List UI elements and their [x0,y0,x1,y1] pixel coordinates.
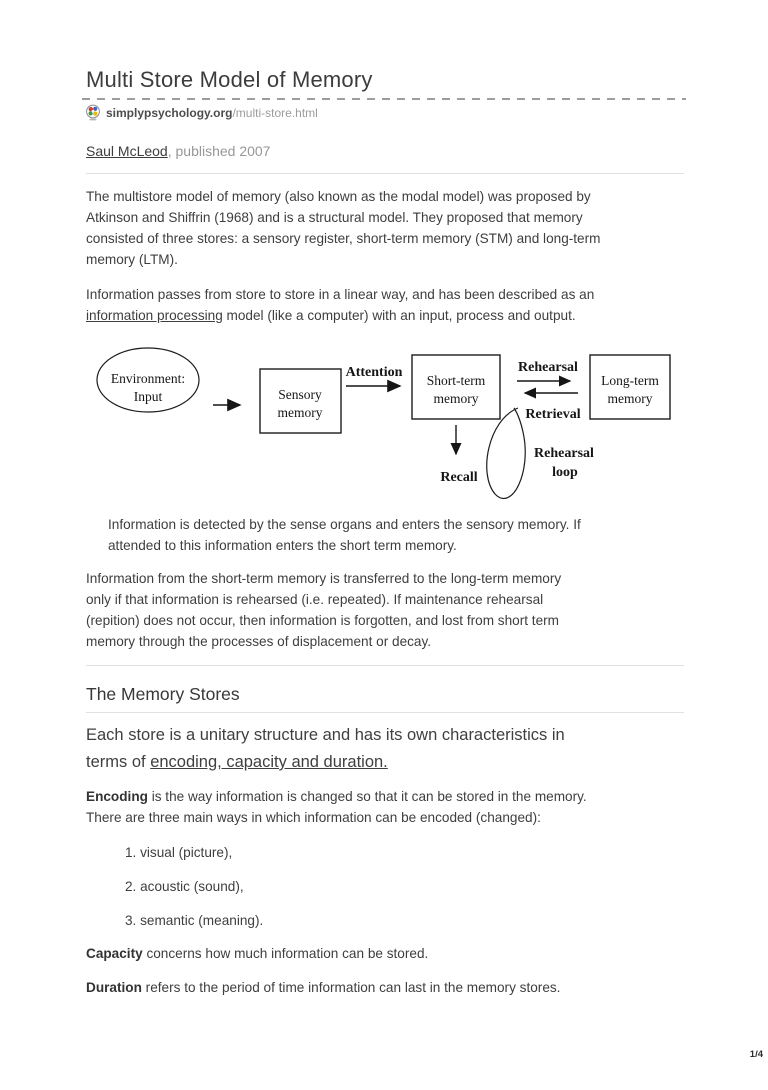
sensory-label-line2: memory [278,405,323,420]
author-link[interactable]: Saul McLeod [86,143,168,159]
encoding-text: is the way information is changed so tha… [86,789,587,825]
lead-paragraph-pre: Each store is a unitary structure and ha… [86,726,565,771]
multi-store-model-diagram: Environment: Input Sensory memory Attent… [96,347,671,500]
rehearsal-loop-curve [486,407,526,500]
recall-label: Recall [440,470,477,485]
stm-label-line2: memory [434,391,479,406]
page-indicator: 1/4 [749,1049,763,1060]
environment-label-line2: Input [134,389,163,404]
long-term-memory-box [589,354,671,420]
retrieval-label: Retrieval [525,407,580,422]
attention-label: Attention [346,365,403,380]
section-divider [86,665,684,666]
ltm-label-line2: memory [608,391,653,406]
paragraph-capacity: Capacity concerns how much information c… [86,943,684,964]
list-item-semantic: 3. semantic (meaning). [125,913,264,928]
capacity-term: Capacity [86,946,143,961]
paragraph-linear-pre: Information passes from store to store i… [86,287,595,302]
rehearsal-loop-label-line1: Rehearsal [534,446,594,461]
paragraph-encoding: Encoding is the way information is chang… [86,786,684,828]
page-title: Multi Store Model of Memory [86,67,373,92]
sensory-label-line1: Sensory [278,387,322,402]
paragraph-duration: Duration refers to the period of time in… [86,977,684,998]
capacity-text: concerns how much information can be sto… [142,946,429,961]
memory-stores-heading: The Memory Stores [86,684,240,704]
duration-text: refers to the period of time information… [141,980,561,995]
source-url-row: simplypsychology.org/multi-store.html [86,104,684,121]
section-divider [86,173,684,174]
rehearsal-loop-label-line2: loop [552,465,578,480]
document-page: Multi Store Model of Memory simplypsycho… [82,66,686,998]
paragraph-transfer: Information from the short-term memory i… [86,571,562,649]
list-item-acoustic: 2. acoustic (sound), [125,879,244,894]
encoding-ways-list: 1. visual (picture), 2. acoustic (sound)… [86,842,684,931]
environment-label-line1: Environment: [111,371,185,386]
sensory-memory-box [259,368,342,434]
heading-divider [86,712,684,713]
duration-term: Duration [86,980,142,995]
simplypsychology-favicon-icon [86,104,100,121]
environment-input-ellipse [96,347,200,413]
encoding-term: Encoding [86,789,148,804]
byline: Saul McLeod, published 2007 [86,142,684,160]
stm-label-line1: Short-term [427,373,486,388]
site-domain: simplypsychology.org [106,105,233,120]
site-path: /multi-store.html [232,105,318,120]
paragraph-intro: The multistore model of memory (also kno… [86,189,601,267]
paragraph-linear: Information passes from store to store i… [86,284,684,326]
rehearsal-label: Rehearsal [518,360,578,375]
dashed-separator [82,98,686,100]
ltm-label-line1: Long-term [601,373,659,388]
encoding-capacity-duration-link[interactable]: encoding, capacity and duration. [150,753,388,771]
paragraph-linear-post: model (like a computer) with an input, p… [222,308,576,323]
published-date: , published 2007 [167,143,271,159]
lead-paragraph: Each store is a unitary structure and ha… [86,722,684,776]
list-item-visual: 1. visual (picture), [125,845,233,860]
diagram-caption: Information is detected by the sense org… [108,517,581,553]
short-term-memory-box [411,354,501,420]
information-processing-link[interactable]: information processing [86,308,223,323]
